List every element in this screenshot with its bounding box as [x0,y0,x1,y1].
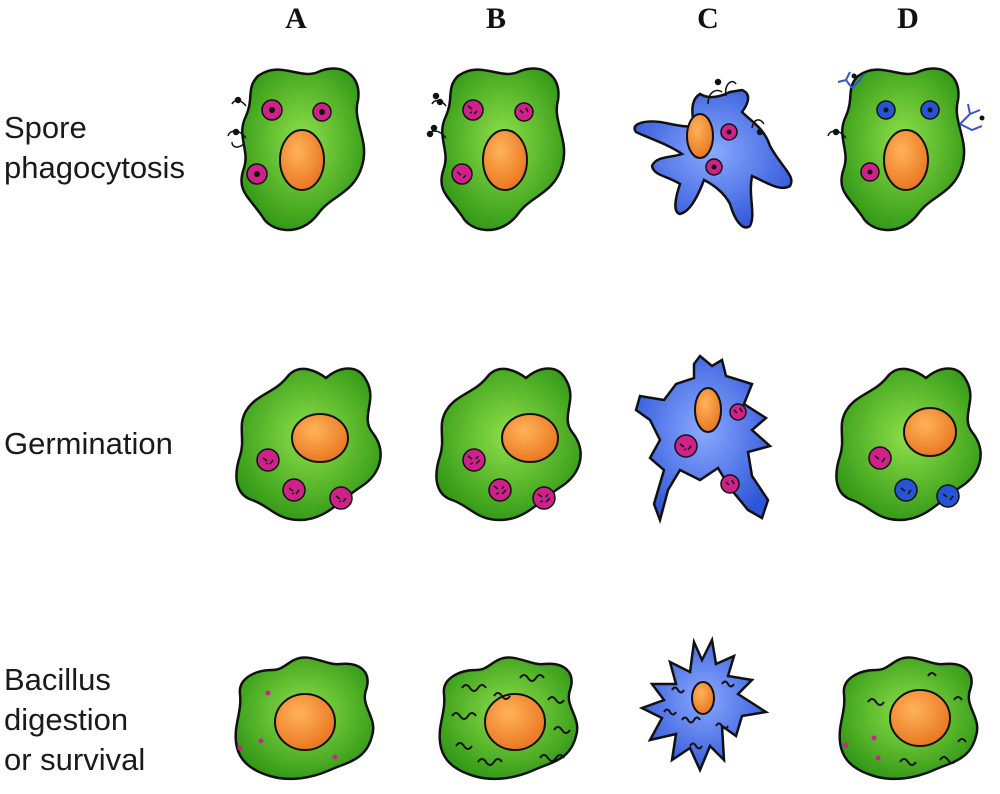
bacilli [451,674,571,766]
spore [936,484,960,508]
spore [729,403,747,421]
spore-receptor [707,78,765,136]
nucleus [484,693,546,751]
spore [329,486,353,510]
column-header-b: B [485,2,506,35]
debris [237,745,243,751]
cell-b-germination [435,367,582,522]
nucleus [274,693,336,751]
cell-d-phagocytosis [827,67,985,232]
spore [462,99,484,121]
debris [265,690,271,696]
cell-b-phagocytosis [426,67,566,232]
spore [256,448,280,472]
spore [282,478,306,502]
spore [462,448,486,472]
cell-b-digestion [438,656,579,781]
bacilli [867,672,967,766]
cell-c-germination [634,354,773,525]
debris [258,738,264,744]
debris [332,754,338,760]
nucleus [883,129,929,191]
dendritic-body [634,354,773,525]
spore [894,478,918,502]
column-header-d: D [897,2,919,35]
nucleus [279,129,325,191]
row-label-germination: Germination [4,426,173,461]
debris [871,735,877,741]
cell-a-germination [235,367,382,522]
column-header-a: A [285,2,307,35]
cell-d-germination [835,367,982,522]
cell-a-phagocytosis [227,67,366,232]
spore [488,478,512,502]
spore [532,486,556,510]
spore [674,434,698,458]
spore-receptor [426,92,447,139]
nucleus [903,407,957,457]
column-header-c: C [697,2,719,35]
bacilli [663,680,735,750]
spore [868,446,892,470]
debris [875,755,881,761]
cell-c-phagocytosis [633,78,793,229]
cell-a-digestion [234,656,375,781]
nucleus [291,413,349,463]
debris [843,742,849,748]
nucleus [482,129,528,191]
antibody-receptor [837,71,985,132]
spore [514,102,534,122]
row-label-spore-phagocytosis: Spore phagocytosis [4,110,185,185]
nucleus [694,387,722,433]
spore [451,163,473,185]
nucleus [889,689,951,747]
row-label-bacillus-digestion: Bacillus digestion or survival [4,662,146,777]
cell-c-digestion [638,636,770,774]
nucleus [501,413,559,463]
nucleus [691,681,715,715]
cell-d-digestion [838,656,979,781]
spore-receptor [227,96,247,148]
nucleus [686,113,714,159]
spore [720,474,740,494]
